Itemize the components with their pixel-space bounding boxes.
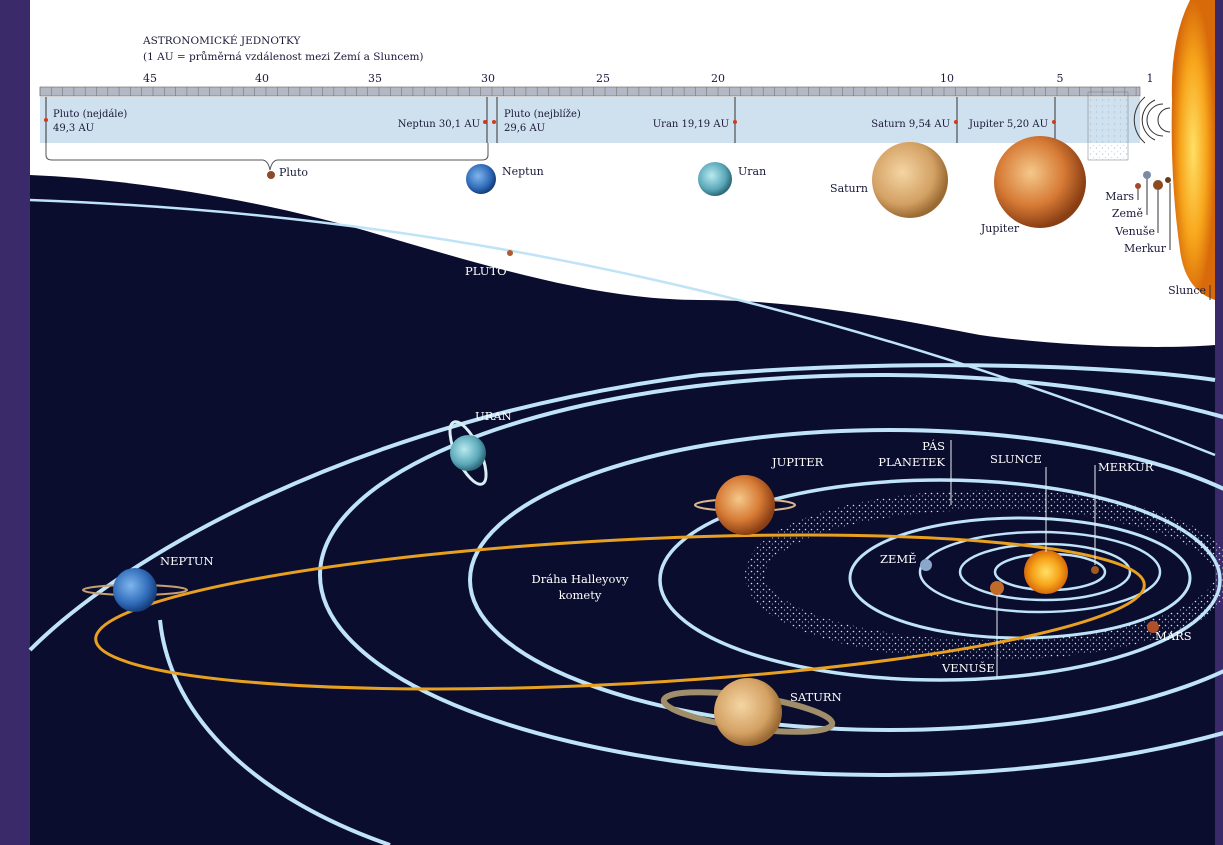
venuse-planet bbox=[990, 581, 1004, 595]
size-label-mars: Mars bbox=[1105, 190, 1134, 203]
label-uran: URAN bbox=[475, 409, 512, 423]
marker-pluto-near-name: Pluto (nejblíže) bbox=[504, 109, 581, 120]
merkur-size-planet bbox=[1165, 177, 1171, 183]
size-label-neptun: Neptun bbox=[502, 165, 544, 178]
pluto-range-brace bbox=[45, 143, 489, 171]
marker-jupiter: Jupiter 5,20 AU bbox=[968, 119, 1048, 130]
mars-size-planet bbox=[1135, 183, 1141, 189]
label-mars: MARS bbox=[1155, 629, 1192, 643]
uran-size-planet bbox=[698, 162, 732, 196]
asteroid-belt-scale bbox=[1087, 91, 1129, 161]
neptun-planet bbox=[82, 568, 188, 612]
mars-planet bbox=[1147, 621, 1159, 633]
merkur-planet bbox=[1091, 566, 1099, 574]
size-label-venuse: Venuše bbox=[1114, 225, 1155, 238]
uran-orbit bbox=[318, 373, 1223, 777]
pluto-size-planet bbox=[267, 171, 275, 179]
size-label-pluto: Pluto bbox=[279, 166, 308, 179]
label-pas-line1: PÁS bbox=[922, 439, 945, 453]
jupiter-planet bbox=[694, 475, 796, 535]
size-label-zeme: Země bbox=[1112, 207, 1143, 220]
scale-title: ASTRONOMICKÉ JEDNOTKY bbox=[142, 33, 302, 47]
tick-label-35: 35 bbox=[368, 72, 382, 85]
zeme-size-planet bbox=[1143, 171, 1151, 179]
sun-edge bbox=[1171, 0, 1215, 300]
venuse-size-planet bbox=[1153, 180, 1163, 190]
tick-label-5: 5 bbox=[1057, 72, 1064, 85]
label-slunce: SLUNCE bbox=[990, 452, 1042, 466]
zeme-orbit bbox=[918, 530, 1162, 614]
label-saturn: SATURN bbox=[790, 690, 842, 704]
marker-pluto-far-value: 49,3 AU bbox=[53, 123, 94, 134]
saturn-orbit bbox=[468, 428, 1223, 732]
zeme-planet bbox=[920, 559, 932, 571]
tick-label-25: 25 bbox=[596, 72, 610, 85]
label-merkur: MERKUR bbox=[1098, 460, 1154, 474]
marker-pluto-far-name: Pluto (nejdále) bbox=[53, 109, 127, 120]
pluto-planet bbox=[507, 250, 513, 256]
size-label-jupiter: Jupiter bbox=[980, 222, 1020, 235]
small-planet-leaders bbox=[1137, 179, 1171, 250]
label-pluto: PLUTO bbox=[465, 264, 507, 278]
neptun-size-planet bbox=[466, 164, 496, 194]
label-halley-line2: komety bbox=[559, 588, 602, 602]
tick-label-45: 45 bbox=[143, 72, 157, 85]
tick-label-1: 1 bbox=[1147, 72, 1154, 85]
distance-markers bbox=[44, 96, 1171, 144]
jupiter-size-planet bbox=[994, 136, 1086, 228]
pluto-orbit bbox=[29, 198, 1216, 457]
saturn-planet bbox=[660, 678, 836, 746]
size-label-slunce: Slunce bbox=[1168, 284, 1206, 297]
marker-uran: Uran 19,19 AU bbox=[653, 119, 729, 130]
halley-comet-orbit bbox=[94, 533, 1146, 691]
tick-label-30: 30 bbox=[481, 72, 495, 85]
marker-neptun: Neptun 30,1 AU bbox=[398, 119, 480, 130]
label-venuse: VENUŠE bbox=[941, 661, 995, 675]
asteroid-belt bbox=[745, 490, 1223, 660]
size-label-merkur: Merkur bbox=[1124, 242, 1167, 255]
label-pas-line2: PLANETEK bbox=[878, 455, 945, 469]
label-jupiter: JUPITER bbox=[771, 455, 824, 469]
slunce-planet bbox=[1024, 550, 1068, 594]
scale-subtitle: (1 AU = průměrná vzdálenost mezi Zemí a … bbox=[143, 50, 424, 63]
saturn-size-planet bbox=[872, 142, 948, 218]
marker-pluto-near-value: 29,6 AU bbox=[504, 123, 545, 134]
scale-ruler bbox=[39, 86, 1141, 97]
tick-label-40: 40 bbox=[255, 72, 269, 85]
label-halley-line1: Dráha Halleyovy bbox=[532, 572, 629, 586]
orbit-label-leaders bbox=[950, 440, 1096, 678]
tick-label-20: 20 bbox=[711, 72, 725, 85]
size-label-saturn: Saturn bbox=[830, 182, 868, 195]
tick-label-10: 10 bbox=[940, 72, 954, 85]
size-label-uran: Uran bbox=[738, 165, 766, 178]
uran-planet bbox=[448, 420, 488, 486]
venuse-orbit bbox=[958, 542, 1132, 602]
label-zeme: ZEMĚ bbox=[880, 552, 917, 566]
marker-saturn: Saturn 9,54 AU bbox=[871, 119, 950, 130]
label-neptun: NEPTUN bbox=[160, 554, 214, 568]
neptun-orbit-arc bbox=[158, 619, 391, 845]
uran-orbit-outer bbox=[28, 363, 1216, 652]
